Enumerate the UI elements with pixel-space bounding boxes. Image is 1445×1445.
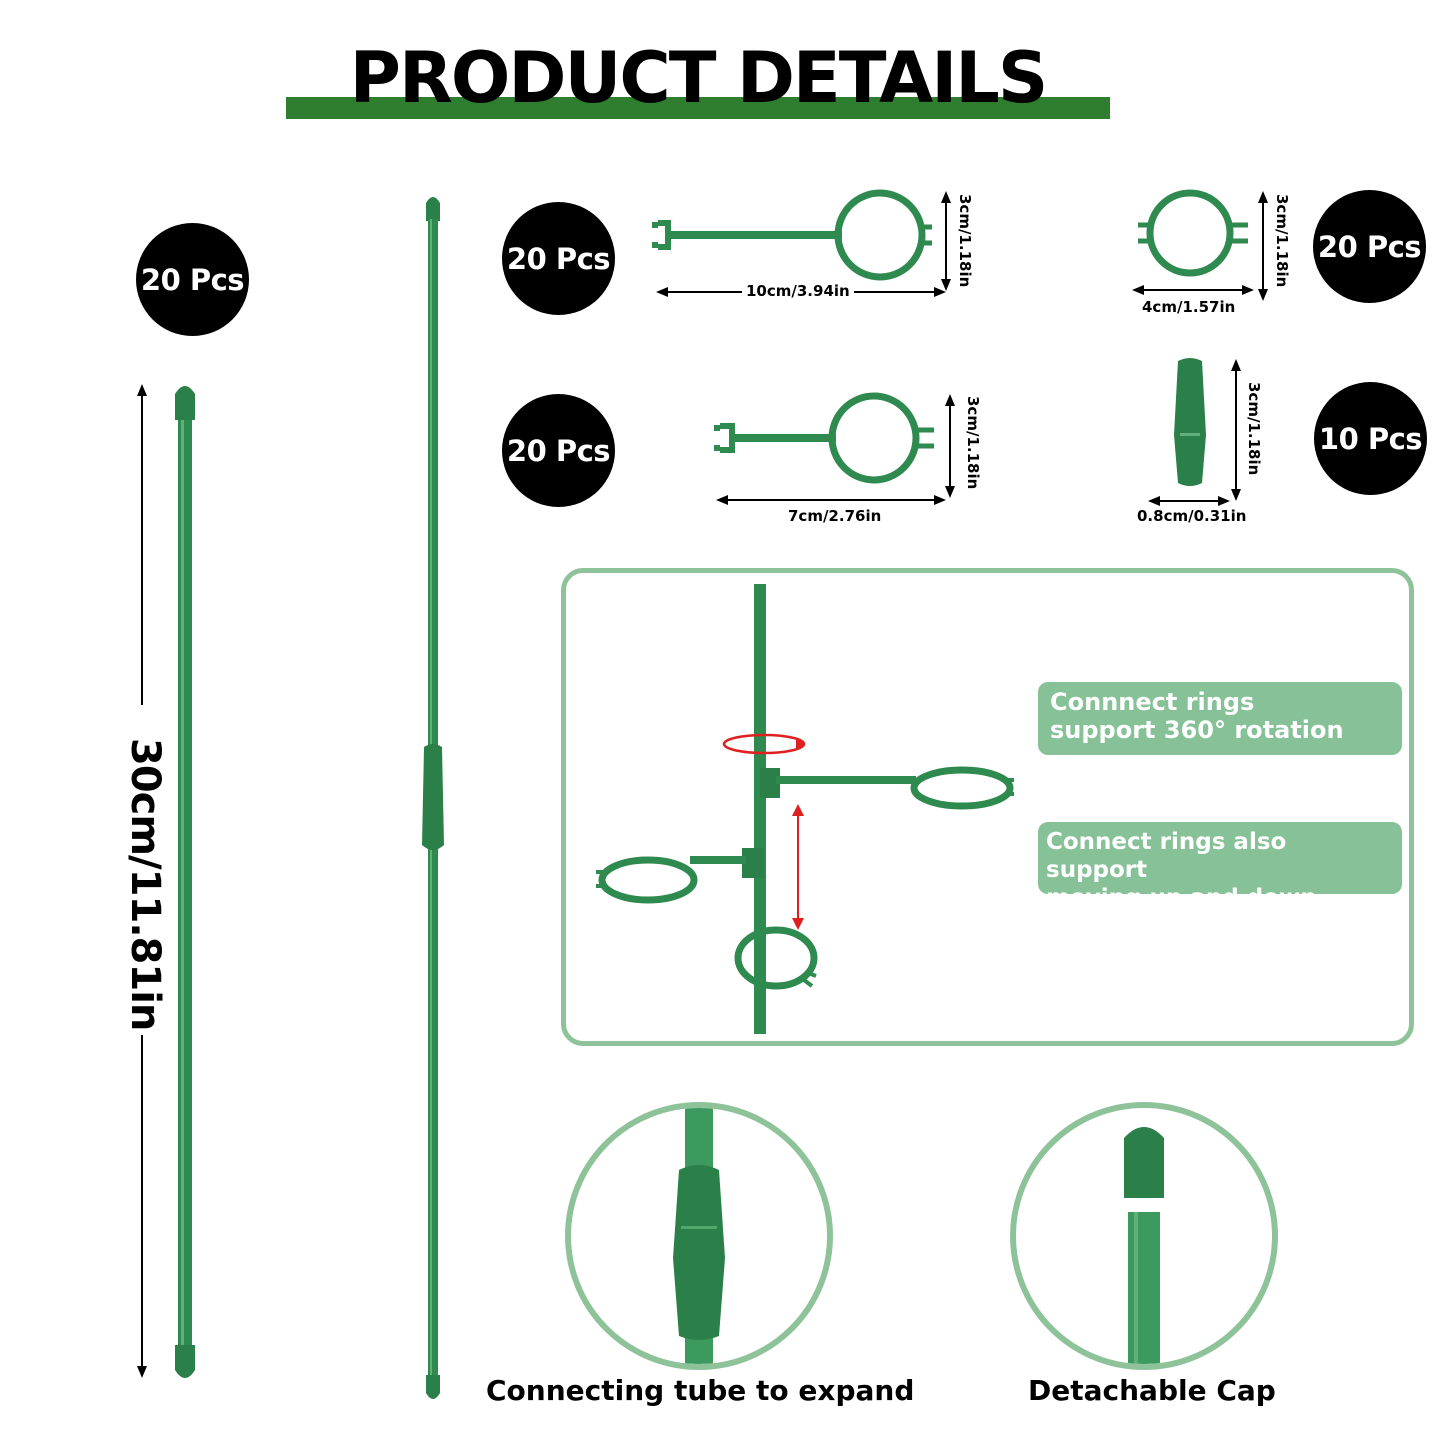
rotation-callout: Connnect rings support 360° rotation: [1038, 682, 1402, 755]
long-ring-width-label: 10cm/3.94in: [742, 282, 854, 300]
page-title: PRODUCT DETAILS: [349, 37, 1049, 119]
tube-qty-badge: 10 Pcs: [1314, 382, 1427, 495]
green-stake-icon: [137, 384, 195, 1378]
small-ring-icon: [1132, 189, 1268, 301]
small-ring-height-label: 3cm/1.18in: [1273, 194, 1291, 288]
cap-caption: Detachable Cap: [1028, 1374, 1276, 1407]
stake-length-label: 30cm/11.81in: [122, 738, 168, 1031]
updown-callout: Connect rings also support moving up and…: [1038, 822, 1402, 911]
title-underline-bar: [286, 97, 1110, 119]
small-ring-width-label: 4cm/1.57in: [1142, 298, 1236, 316]
mid-ring-qty-badge: 20 Pcs: [502, 394, 615, 507]
tube-closeup-circle: [565, 1102, 833, 1370]
connector-tube-closeup-icon: [673, 1108, 725, 1364]
mid-ring-height-label: 3cm/1.18in: [964, 396, 982, 490]
long-ring-height-label: 3cm/1.18in: [956, 194, 974, 288]
tube-width-label: 0.8cm/0.31in: [1137, 507, 1247, 525]
plant-ring-icon: [652, 189, 951, 297]
stake-cap-icon: [1124, 1127, 1164, 1364]
long-ring-qty-badge: 20 Pcs: [502, 202, 615, 315]
stake-qty-badge: 20 Pcs: [136, 223, 249, 336]
small-ring-qty-badge: 20 Pcs: [1313, 190, 1426, 303]
extended-stake-icon: [422, 197, 444, 1399]
rotation-callout-line2: support 360° rotation: [1050, 716, 1344, 744]
tube-height-label: 3cm/1.18in: [1245, 382, 1263, 476]
assembly-demo-panel: [561, 568, 1414, 1046]
assembly-illustration-icon: [596, 584, 1014, 1034]
rotation-callout-line1: Connnect rings: [1050, 688, 1255, 716]
tube-caption: Connecting tube to expand: [486, 1374, 915, 1407]
mid-ring-icon: [714, 392, 955, 505]
updown-callout-line1: Connect rings also support: [1046, 829, 1287, 883]
cap-closeup-circle: [1010, 1102, 1278, 1370]
mid-ring-width-label: 7cm/2.76in: [788, 507, 882, 525]
connector-tube-icon: [1148, 358, 1241, 506]
updown-callout-line2: moving up and down: [1046, 885, 1317, 911]
